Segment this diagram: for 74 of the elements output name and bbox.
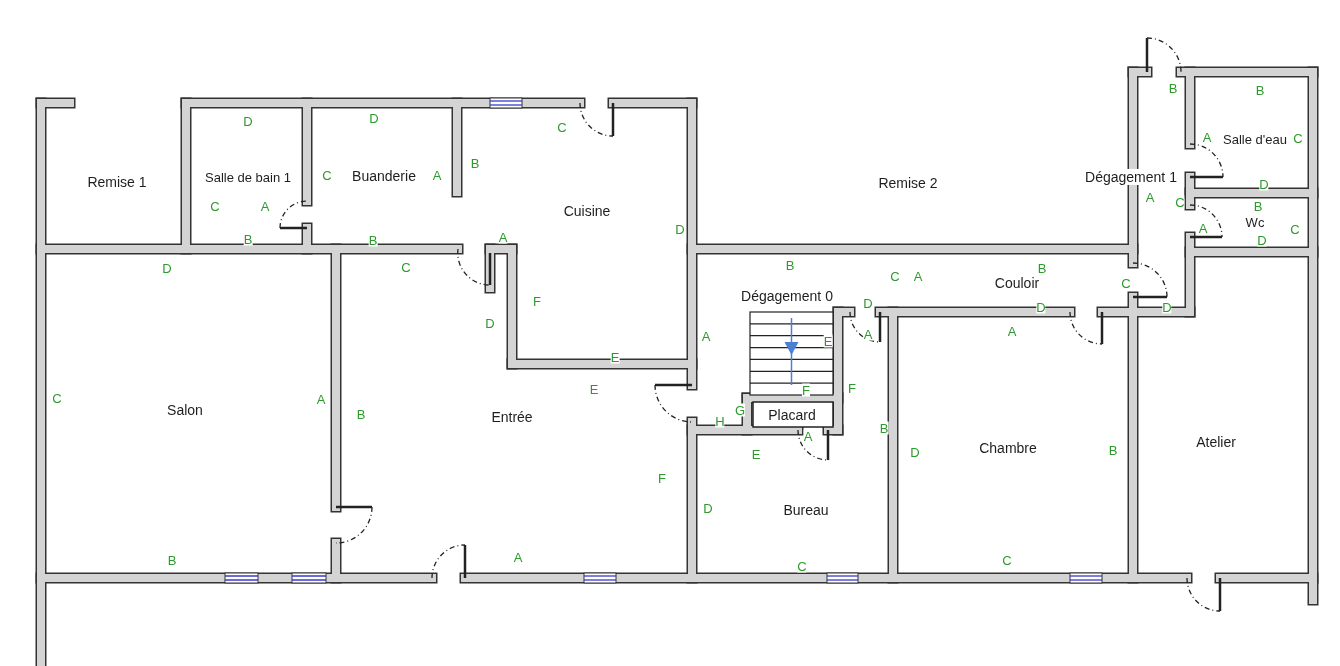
wall-letter: A (913, 269, 923, 283)
wall-letter: B (1108, 443, 1118, 457)
wall-letter: C (210, 199, 220, 213)
wall-letter: F (848, 381, 856, 395)
wall-letter: C (401, 260, 411, 274)
wall-letter: A (803, 429, 813, 443)
wall-letter: B (785, 258, 795, 272)
wall-letter: C (797, 559, 807, 573)
room-name: Atelier (1195, 433, 1237, 451)
wall-letter: B (167, 553, 177, 567)
wall-letter: D (369, 111, 379, 125)
wall-letter: D (485, 316, 495, 330)
wall-letter: C (1121, 276, 1131, 290)
wall-letter: A (1145, 190, 1155, 204)
wall-letter: D (243, 114, 253, 128)
room-name: Bureau (782, 501, 830, 519)
wall-letter: E (589, 382, 599, 396)
wall-letter: D (675, 222, 685, 236)
wall-letter: C (322, 168, 332, 182)
wall-letter: G (734, 403, 746, 417)
room-name: Dégagement 1 (1084, 168, 1178, 186)
room-name: Cuisine (562, 202, 612, 220)
wall-letter: B (356, 407, 366, 421)
wall-letter: A (701, 329, 711, 343)
wall-letter: D (910, 445, 920, 459)
room-name: Salon (166, 401, 204, 419)
wall-letter: D (863, 296, 873, 310)
wall-letter: C (1175, 195, 1185, 209)
wall-letter: D (1257, 233, 1267, 247)
wall-letter: B (1168, 81, 1178, 95)
wall-letter: E (610, 350, 620, 364)
room-name: Remise 2 (877, 174, 939, 192)
wall-letter: A (1198, 221, 1208, 235)
room-name: Salle d'eau (1222, 132, 1288, 148)
wall-letter: B (1253, 199, 1263, 213)
wall-letter: A (260, 199, 270, 213)
wall-letter: B (470, 156, 480, 170)
wall-letter: F (533, 294, 541, 308)
wall-letter: B (368, 233, 378, 247)
wall-letter: A (1007, 324, 1017, 338)
wall-letter: D (703, 501, 713, 515)
room-name: Buanderie (351, 167, 417, 185)
room-name: Dégagement 0 (740, 287, 834, 305)
wall-letter: E (823, 334, 833, 348)
wall-letter: B (1255, 83, 1265, 97)
wall-letter: C (1290, 222, 1300, 236)
wall-letter: E (751, 447, 761, 461)
wall-letter: D (162, 261, 172, 275)
wall-letter: D (1259, 177, 1269, 191)
wall-letter: C (52, 391, 62, 405)
wall-letter: B (243, 232, 253, 246)
wall-letter: A (316, 392, 326, 406)
wall-letter: C (557, 120, 567, 134)
wall-letter: A (1202, 130, 1212, 144)
wall-letter: B (1037, 261, 1047, 275)
room-name: Entrée (490, 408, 534, 426)
wall-letter: B (879, 421, 889, 435)
wall-letter: F (802, 383, 810, 397)
room-name: Couloir (993, 274, 1041, 292)
wall-letter: D (1036, 300, 1046, 314)
wall-letter: C (1293, 131, 1303, 145)
wall-letter: A (498, 230, 508, 244)
wall-letter: D (1162, 300, 1172, 314)
wall-letter: C (1002, 553, 1012, 567)
room-name: Remise 1 (86, 173, 148, 191)
wall-letter: C (890, 269, 900, 283)
wall-letter: A (513, 550, 523, 564)
wall-letter: H (715, 414, 725, 428)
wall-letter: A (432, 168, 442, 182)
wall-letter: F (658, 471, 666, 485)
wall-letter: A (863, 327, 873, 341)
room-name: Chambre (978, 439, 1038, 457)
room-name: Salle de bain 1 (204, 170, 292, 186)
room-name: Wc (1244, 215, 1266, 231)
